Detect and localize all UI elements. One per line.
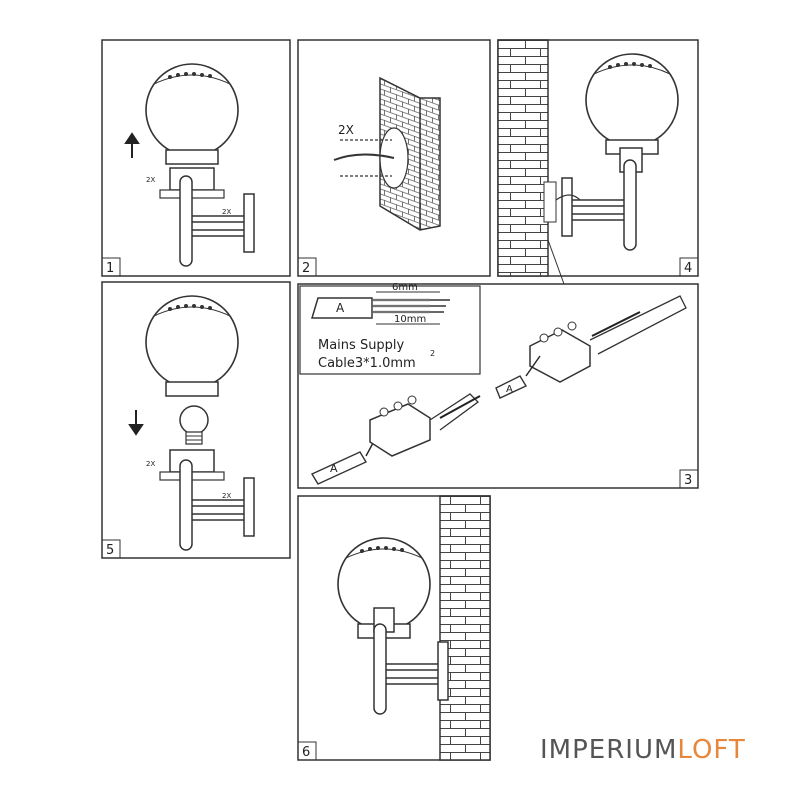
panel-number-6: 6 xyxy=(302,745,310,760)
panel-5: 5 2X 2X xyxy=(101,281,291,559)
panel-2: 2 2X xyxy=(297,39,491,277)
svg-text:2X: 2X xyxy=(146,460,155,468)
panel-3: 3 A 6mm 10mm Mains Supply Cable3*1.0mm 2… xyxy=(297,282,699,489)
brand-logo: IMPERIUMLOFT xyxy=(540,735,746,765)
panel-number-2: 2 xyxy=(302,261,310,276)
svg-text:A: A xyxy=(506,384,513,395)
panel-6: 6 xyxy=(297,495,491,761)
screws-label: 2X xyxy=(338,123,354,137)
mains-label-sup: 2 xyxy=(430,349,435,358)
brand-part1: IMPERIUM xyxy=(540,735,678,765)
panel-number-5: 5 xyxy=(106,543,114,558)
arrow-up-icon xyxy=(124,132,140,158)
svg-text:2X: 2X xyxy=(146,176,155,184)
strip-outer-label: 6mm xyxy=(392,282,418,293)
panel-number-1: 1 xyxy=(106,261,114,276)
cable-label-a: A xyxy=(336,301,345,315)
connector-block-left: A xyxy=(310,393,481,485)
brand-part2: LOFT xyxy=(677,735,746,765)
panel-number-4: 4 xyxy=(684,261,692,276)
mains-label-line2: Cable3*1.0mm xyxy=(318,356,416,371)
panel-number-3: 3 xyxy=(684,473,692,488)
svg-text:A: A xyxy=(330,462,338,475)
svg-text:2X: 2X xyxy=(222,492,231,500)
panel-1: 1 2X 2X xyxy=(101,39,291,277)
svg-text:2X: 2X xyxy=(222,208,231,216)
mains-label-line1: Mains Supply xyxy=(318,338,405,353)
connector-block-right: A xyxy=(495,295,687,399)
panel-4: 4 xyxy=(497,39,699,285)
bulb-icon xyxy=(179,405,209,445)
arrow-down-icon xyxy=(128,410,144,436)
strip-inner-label: 10mm xyxy=(394,314,426,325)
